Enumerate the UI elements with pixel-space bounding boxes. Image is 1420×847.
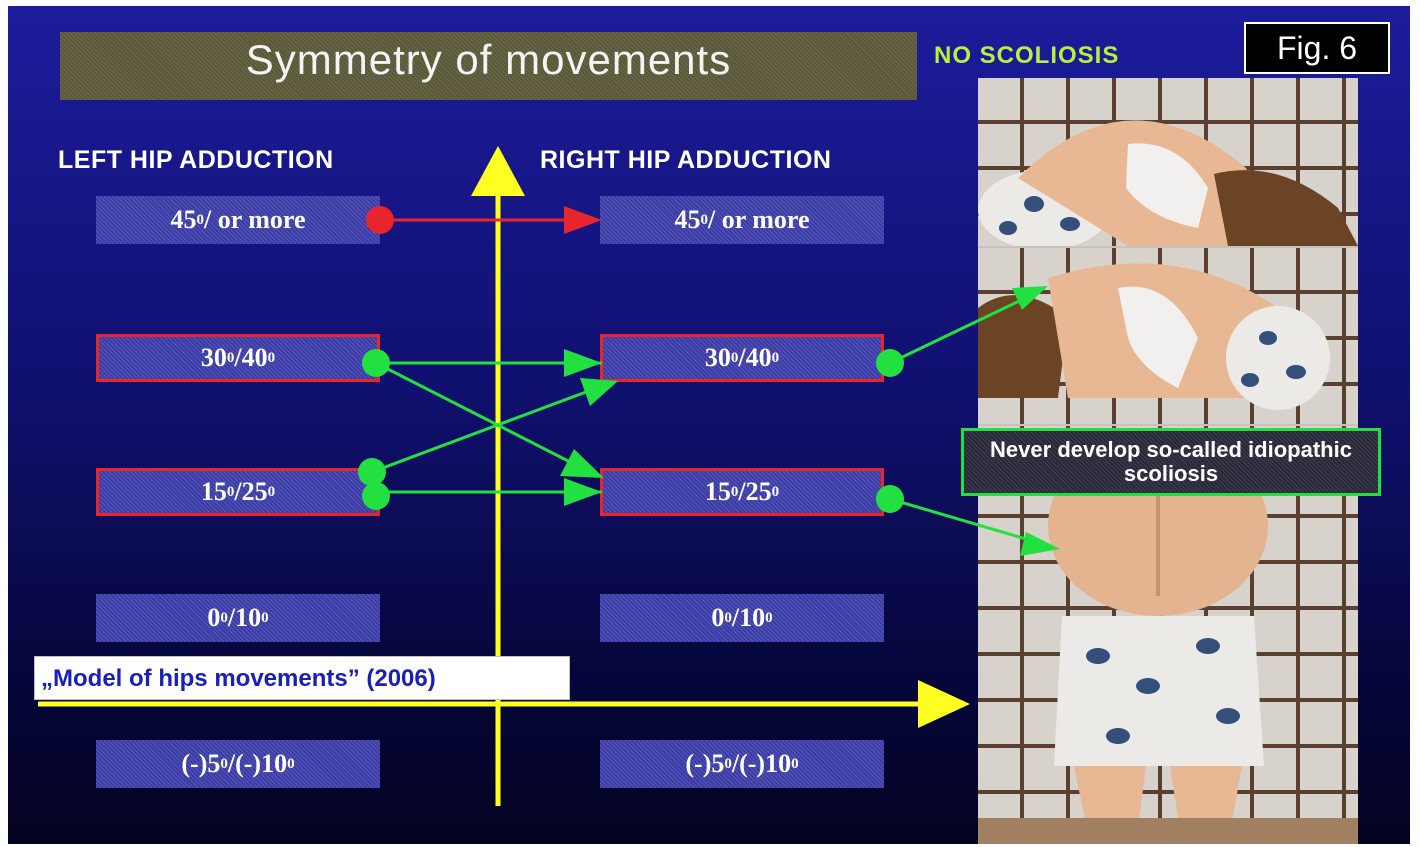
green-link-15-to-photo-arrowhead xyxy=(1020,532,1060,556)
green-link-30-to-15-arrowhead xyxy=(560,449,604,478)
red-link-45-arrowhead xyxy=(564,206,602,234)
green-link-15-to-30 xyxy=(372,392,586,472)
green-link-15-to-30-arrowhead xyxy=(580,378,618,406)
vertical-axis-arrowhead xyxy=(471,146,525,196)
green-link-30-to-photo-arrowhead xyxy=(1012,286,1048,310)
green-dot-left-15-lower xyxy=(362,482,390,510)
green-dot-left-30 xyxy=(362,349,390,377)
green-dot-right-30 xyxy=(876,349,904,377)
red-link-45-start-dot xyxy=(366,206,394,234)
green-link-30-to-30-arrowhead xyxy=(564,349,602,377)
green-link-30-to-photo xyxy=(890,292,1038,363)
model-caption: „Model of hips movements” (2006) xyxy=(34,656,570,700)
green-link-30-to-15 xyxy=(376,363,574,464)
green-dot-left-15-upper xyxy=(358,458,386,486)
horizontal-axis-arrowhead xyxy=(918,680,970,728)
green-link-15-to-15-arrowhead xyxy=(564,478,602,506)
connection-diagram xyxy=(8,6,1410,844)
green-dot-right-15 xyxy=(876,485,904,513)
slide: Symmetry of movements NO SCOLIOSIS Fig. … xyxy=(8,6,1410,844)
